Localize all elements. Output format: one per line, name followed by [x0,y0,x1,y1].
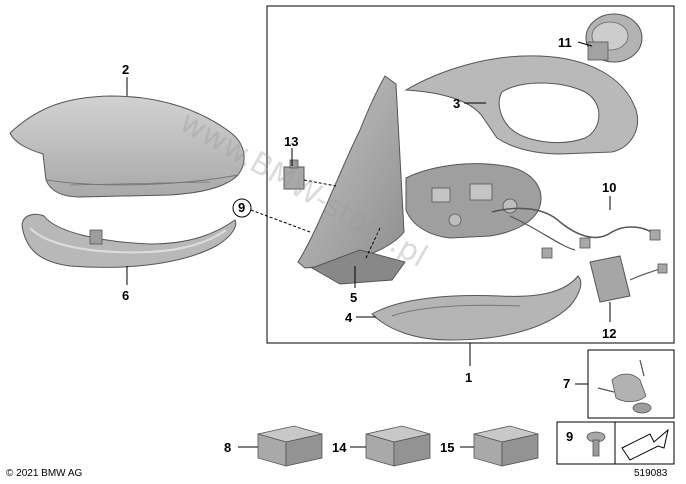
cable-harness-part [491,207,661,259]
callout-6: 6 [122,288,129,303]
callout-14: 14 [332,440,347,455]
callout-4: 4 [345,310,353,325]
callout-8: 8 [224,440,231,455]
callout-9-circle-label: 9 [238,200,245,215]
bottom-shell-part [371,275,582,341]
callout-11: 11 [558,35,572,50]
dashed-link-5 [365,227,381,259]
box-part-14 [365,425,431,467]
callout-5: 5 [350,290,357,305]
box-part-8 [257,425,323,467]
callout-2: 2 [122,62,129,77]
mirror-cap-part [9,95,245,198]
dashed-link-13 [303,179,337,187]
callout-12: 12 [602,326,616,341]
leader-line-11 [577,41,593,47]
callout-1: 1 [465,370,472,385]
mounting-kit-part [597,359,652,414]
callout-15: 15 [440,440,454,455]
callout-7: 7 [563,376,570,391]
turn-signal-part [21,213,237,268]
bracket-part [283,159,305,190]
housing-frame-part [404,55,638,155]
control-module-part [589,255,668,303]
mechanism-part [405,163,542,239]
screw-part [586,431,606,457]
mirror-motor-part [585,13,643,63]
callout-9-circle [232,198,252,218]
box-part-15 [473,425,539,467]
callout-3: 3 [453,96,460,111]
dashed-link-9 [250,209,311,233]
diagram-number: 519083 [634,468,668,479]
callout-13: 13 [284,134,298,149]
direction-arrow-icon [621,428,669,461]
cover-part [310,249,406,285]
mirror-glass-part [297,75,405,269]
callout-10: 10 [602,180,616,195]
copyright-text: © 2021 BMW AG [6,468,83,479]
callout-9: 9 [566,429,573,444]
